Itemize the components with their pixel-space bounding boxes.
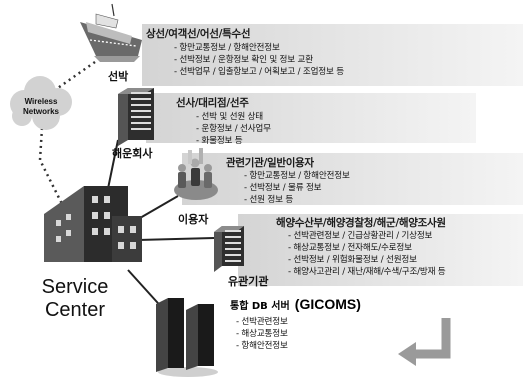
wireless-networks-label: Wireless Networks (14, 97, 68, 117)
agency-items: - 선박관련정보 / 긴급상황관리 / 기상정보 - 해상교통정보 / 전자해도… (288, 230, 446, 278)
shipping-company-label: 해운회사 (112, 145, 152, 161)
wireless-link-ship (55, 62, 95, 90)
ship-items: - 항만교통정보 / 항해안전정보 - 선박정보 / 운항정보 확인 및 정보 … (174, 42, 344, 78)
ship-header: 상선/여객선/어선/특수선 (146, 26, 250, 41)
user-items: - 항만교통정보 / 항해안전정보 - 선박정보 / 물류 정보 - 선원 정보… (244, 170, 350, 206)
db-server-item: - 해상교통정보 (236, 328, 288, 340)
link-agency (138, 238, 214, 240)
shipping-company-items: - 선박 및 선원 상태 - 운항정보 / 선사업무 - 화물정보 등 (196, 111, 271, 147)
ship-item: - 선박업무 / 입출항보고 / 어획보고 / 조업정보 등 (174, 66, 344, 78)
link-user (140, 196, 178, 218)
agency-server-icon (214, 226, 244, 272)
user-item: - 항만교통정보 / 항해안전정보 (244, 170, 350, 182)
db-server-item: - 선박관련정보 (236, 316, 288, 328)
shipping-company-header: 선사/대리점/선주 (176, 95, 249, 110)
shipping-company-item: - 운항정보 / 선사업무 (196, 123, 271, 135)
db-server-icon (156, 298, 218, 377)
company-server-icon (118, 88, 154, 146)
db-server-items: - 선박관련정보 - 해상교통정보 - 항해안전정보 (236, 316, 288, 352)
ship-label: 선박 (108, 68, 128, 84)
agency-item: - 선박정보 / 위험화물정보 / 선원정보 (288, 254, 446, 266)
db-server-header: 통합 DB 서버 (GICOMS) (230, 294, 361, 313)
agency-item: - 해양사고관리 / 재난/재해/수색/구조/방재 등 (288, 266, 446, 278)
ship-icon (80, 4, 142, 62)
users-icon (174, 148, 218, 200)
user-item: - 선원 정보 등 (244, 194, 350, 206)
agency-item: - 선박관련정보 / 긴급상황관리 / 기상정보 (288, 230, 446, 242)
user-item: - 선박정보 / 물류 정보 (244, 182, 350, 194)
return-arrow-icon (398, 318, 446, 366)
ship-item: - 선박정보 / 운항정보 확인 및 정보 교환 (174, 54, 344, 66)
service-center-label: Service Center (20, 276, 130, 322)
db-server-title: 통합 DB 서버 (230, 301, 290, 312)
user-header: 관련기관/일반이용자 (226, 155, 314, 170)
db-server-name: (GICOMS) (295, 296, 361, 312)
shipping-company-item: - 선박 및 선원 상태 (196, 111, 271, 123)
agency-header: 해양수산부/해양경찰청/해군/해양조사원 (276, 215, 446, 230)
agency-label: 유관기관 (228, 273, 268, 289)
agency-item: - 해상교통정보 / 전자해도/수로정보 (288, 242, 446, 254)
user-label: 이용자 (178, 211, 208, 227)
db-server-item: - 항해안전정보 (236, 340, 288, 352)
ship-item: - 항만교통정보 / 항해안전정보 (174, 42, 344, 54)
shipping-company-item: - 화물정보 등 (196, 135, 271, 147)
